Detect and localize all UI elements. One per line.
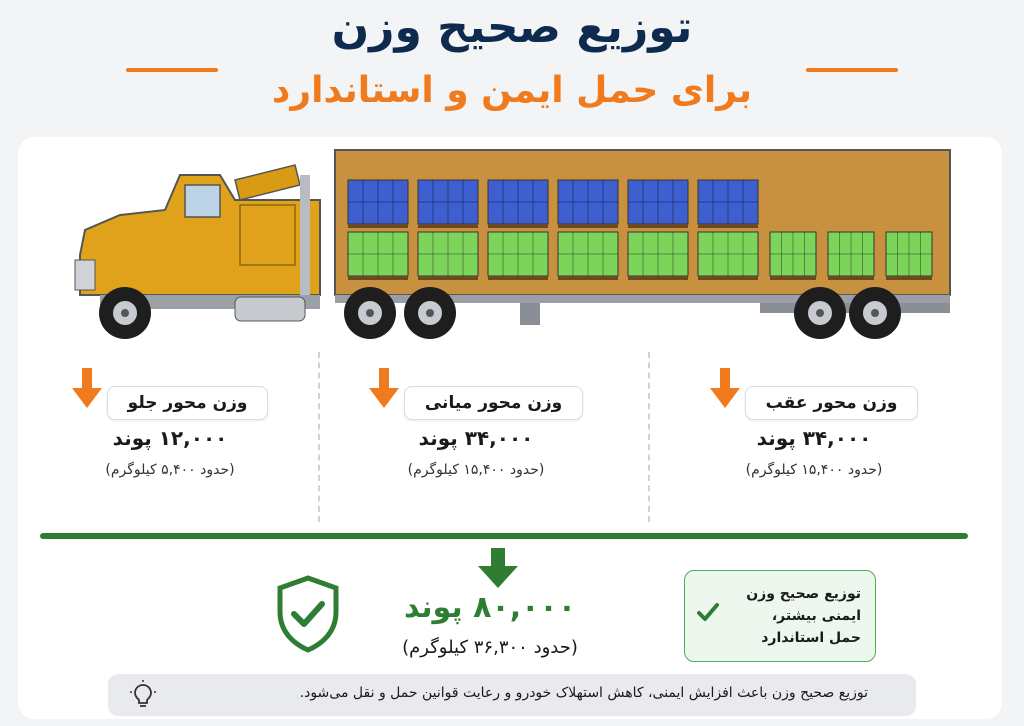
cargo-box-blue	[697, 179, 759, 228]
cargo-box-blue	[417, 179, 479, 228]
axle-front-label: وزن محور جلو	[106, 386, 269, 420]
axle-front-approx: (حدود ۵,۴۰۰ کیلوگرم)	[105, 462, 235, 478]
arrow-down-icon	[478, 548, 518, 588]
axle-rear: وزن محور عقب ۳۴,۰۰۰ پوند (حدود ۱۵,۴۰۰ کی…	[664, 352, 964, 478]
wheel	[794, 287, 846, 339]
title-decor-right	[806, 68, 898, 72]
axle-rear-weight: ۳۴,۰۰۰ پوند	[756, 426, 872, 450]
axle-middle-approx: (حدود ۱۵,۴۰۰ کیلوگرم)	[407, 462, 545, 478]
cargo-box-blue	[627, 179, 689, 228]
axle-middle-weight: ۳۴,۰۰۰ پوند	[418, 426, 534, 450]
cargo-box-green	[417, 231, 479, 280]
note-line: ایمنی بیشتر،	[771, 608, 861, 624]
cargo-boxes	[347, 179, 933, 280]
footer-bar: توزیع صحیح وزن باعث افزایش ایمنی، کاهش ا…	[108, 674, 916, 716]
cargo-box-green	[557, 231, 619, 280]
column-divider	[648, 352, 650, 522]
benefit-note-text: توزیع صحیح وزن ایمنی بیشتر، حمل استاندار…	[721, 583, 861, 649]
wheel	[404, 287, 456, 339]
total-weight: ۸۰,۰۰۰ پوند	[403, 590, 577, 625]
cargo-box-blue	[487, 179, 549, 228]
page-subtitle: برای حمل ایمن و استاندارد	[271, 70, 753, 111]
wheel	[344, 287, 396, 339]
wheel	[849, 287, 901, 339]
note-line: توزیع صحیح وزن	[746, 586, 861, 602]
axle-middle-label: وزن محور میانی	[403, 386, 584, 420]
shield-check-icon	[277, 575, 339, 653]
column-divider	[318, 352, 320, 522]
axle-rear-approx: (حدود ۱۵,۴۰۰ کیلوگرم)	[745, 462, 883, 478]
cargo-box-green	[487, 231, 549, 280]
cargo-box-green	[627, 231, 689, 280]
footer-text: توزیع صحیح وزن باعث افزایش ایمنی، کاهش ا…	[299, 685, 868, 701]
total-approx: (حدود ۳۶,۳۰۰ کیلوگرم)	[402, 637, 578, 658]
wheels	[99, 287, 901, 339]
wheel	[99, 287, 151, 339]
axle-rear-label: وزن محور عقب	[744, 386, 919, 420]
page-title: توزیع صحیح وزن	[331, 2, 693, 53]
cargo-box-blue	[557, 179, 619, 228]
axle-middle: وزن محور میانی ۳۴,۰۰۰ پوند (حدود ۱۵,۴۰۰ …	[326, 352, 626, 478]
arrow-down-icon	[368, 368, 399, 408]
benefit-note: توزیع صحیح وزن ایمنی بیشتر، حمل استاندار…	[684, 570, 876, 662]
cargo-box-green	[827, 231, 875, 280]
cargo-box-green	[885, 231, 933, 280]
arrow-down-icon	[709, 368, 740, 408]
check-icon	[697, 603, 719, 621]
lightbulb-icon	[130, 680, 156, 707]
cargo-box-green	[769, 231, 817, 280]
cargo-box-blue	[347, 179, 409, 228]
title-decor-left	[126, 68, 218, 72]
axle-front-weight: ۱۲,۰۰۰ پوند	[112, 426, 228, 450]
cargo-box-green	[347, 231, 409, 280]
summary-divider	[40, 533, 968, 539]
arrow-down-icon	[71, 368, 102, 408]
truck-illustration	[74, 149, 951, 339]
cargo-box-green	[697, 231, 759, 280]
axle-front: وزن محور جلو ۱۲,۰۰۰ پوند (حدود ۵,۴۰۰ کیل…	[20, 352, 320, 478]
note-line: حمل استاندارد	[761, 630, 861, 646]
